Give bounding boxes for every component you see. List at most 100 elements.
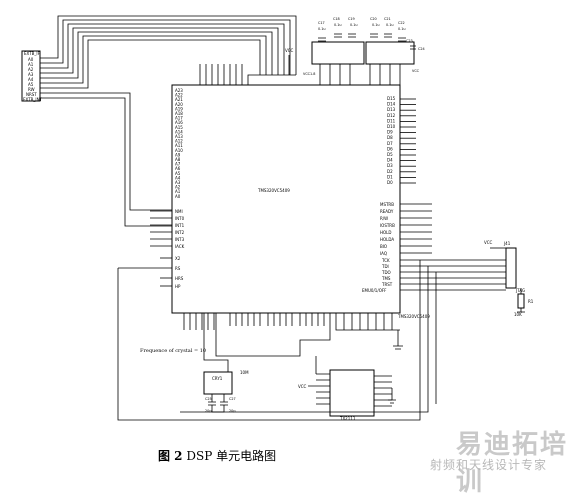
right-pin-d13: D13: [387, 107, 396, 112]
left-pin-a2: A2: [175, 185, 181, 190]
jtag-buffer-chip: TX2111 VCC: [298, 356, 396, 421]
right-pin-d6: D6: [387, 146, 393, 151]
pin-bio: BIO: [380, 244, 387, 249]
ext-bus-label-4: A4: [28, 77, 34, 82]
vcc-label-jtag-conn: VCC: [484, 240, 493, 245]
right-pin-d3: D3: [387, 163, 393, 168]
ext-bus-label-3: A3: [28, 72, 34, 77]
cap-ref-7: C24: [418, 47, 425, 51]
jtag-r-val: 10K: [514, 312, 522, 317]
vcc-label-right: VCC: [412, 69, 420, 73]
pin-iaq: IAQ: [380, 251, 387, 256]
left-pin-a3: A3: [175, 180, 181, 185]
crystal-c1: C25: [205, 397, 212, 401]
figure-caption: 图 2 DSP 单元电路图: [158, 447, 276, 464]
right-pin-d14: D14: [387, 102, 396, 107]
jtag-conn-ref: J41: [503, 241, 511, 246]
pin-iack: IACK: [175, 244, 185, 249]
cap-ref-4: C21: [384, 17, 391, 21]
pin-holda: HOLDA: [380, 237, 394, 242]
crystal-value: 10M: [240, 370, 249, 375]
pin-emu: EMU0/1/OFF: [362, 288, 387, 293]
vcc18-label: VCC1.8: [303, 72, 315, 76]
pin-tdo: TDO: [381, 270, 391, 275]
chip-top-wires: VCC: [199, 48, 296, 85]
cap-ref-3: C20: [370, 17, 377, 21]
jtag-header: J41 VCC JTAG R1 10K: [484, 240, 534, 317]
cap-ref-6: C23: [406, 39, 413, 43]
right-jtag-pins: TCK TDI TDO TMS TRST EMU0/1/OFF: [117, 258, 507, 421]
ext-bus-label-2: A2: [28, 67, 34, 72]
left-pin-a21: A21: [175, 97, 183, 102]
crystal-section: Frequence of crystal = 10 CRY1 10M C25 C…: [140, 348, 249, 413]
pin-x2: X2: [175, 256, 181, 261]
left-pin-a1: A1: [175, 189, 181, 194]
right-pin-d5: D5: [387, 152, 393, 157]
pin-mstrb: MSTRB: [380, 202, 394, 207]
ext-bus-label-6: RW: [28, 87, 35, 92]
right-pin-d0: D0: [387, 180, 393, 185]
pin-ready: READY: [380, 209, 394, 214]
left-pin-a10: A10: [175, 148, 183, 153]
right-pin-d10: D10: [387, 124, 396, 129]
pin-int3: INT3: [175, 237, 185, 242]
right-pin-d2: D2: [387, 169, 393, 174]
left-pin-a23: A23: [175, 88, 183, 93]
crystal-c1v: 20p: [205, 409, 211, 413]
pin-int2: INT2: [175, 230, 185, 235]
right-pin-d9: D9: [387, 130, 393, 135]
pin-hp: HP: [175, 284, 181, 289]
left-pin-a22: A22: [175, 93, 183, 98]
left-pin-a14: A14: [175, 129, 183, 134]
cap-ref-0: C17: [318, 21, 325, 25]
jtag-r-ref: R1: [528, 299, 534, 304]
left-pin-a20: A20: [175, 102, 183, 107]
left-pin-a13: A13: [175, 134, 183, 139]
ext-bus-connector: EXTB_IF A0 A1 A2 A3 A4 A5 RW NRST EXTB_I…: [21, 50, 43, 102]
left-pin-a9: A9: [175, 152, 181, 157]
jtag-chip-name: TX2111: [339, 416, 356, 421]
ext-bus-label-1: A1: [28, 62, 34, 67]
jtag-conn-label: JTAG: [515, 288, 525, 293]
cap-val-0: 0.1u: [318, 27, 326, 31]
decoupling-caps: C17 C18 C19 C20 C21 C22 C23 C24 0.1u 0.1…: [303, 17, 425, 85]
pin-tms: TMS: [381, 276, 391, 281]
right-pin-d7: D7: [387, 141, 393, 146]
pin-int0: INT0: [175, 216, 185, 221]
cap-ref-2: C19: [348, 17, 355, 21]
right-pin-d1: D1: [387, 174, 393, 179]
pin-tdi: TDI: [381, 264, 389, 269]
ext-bus-label-0: A0: [28, 57, 34, 62]
pin-rs: RS: [175, 266, 181, 271]
schematic-canvas: EXTB_IF A0 A1 A2 A3 A4 A5 RW NRST EXTB_I…: [21, 15, 534, 421]
watermark-line2: 射频和天线设计专家: [430, 458, 548, 472]
pin-tck: TCK: [381, 258, 390, 263]
pin-hold: HOLD: [380, 230, 391, 235]
pin-nmi: NMI: [175, 209, 183, 214]
left-pin-a7: A7: [175, 162, 181, 167]
right-pin-d15: D15: [387, 96, 396, 101]
left-pin-a4: A4: [175, 175, 181, 180]
pin-rw: R/W: [380, 216, 388, 221]
left-pin-a8: A8: [175, 157, 181, 162]
cap-ref-1: C18: [333, 17, 340, 21]
right-pin-d4: D4: [387, 158, 393, 163]
cap-ref-5: C22: [398, 21, 405, 25]
ext-bus-title: EXTB_IF: [24, 51, 41, 56]
left-pin-a16: A16: [175, 120, 183, 125]
right-pin-d11: D11: [387, 118, 396, 123]
right-pin-d12: D12: [387, 113, 396, 118]
caption-text: DSP 单元电路图: [186, 449, 277, 463]
left-address-pins: A23A22A21A20A19A18A17A16A15A14A13A12A11A…: [175, 88, 183, 199]
ext-bus-label-8: EXTB_INT: [23, 97, 43, 102]
left-pin-a15: A15: [175, 125, 183, 130]
right-ctrl-pins: MSTRB READY R/W IOSTRB HOLD HOLDA BIO IA…: [380, 202, 432, 256]
cap-val-5: 0.1u: [398, 27, 406, 31]
vcc-label-top: VCC: [285, 48, 294, 53]
main-chip-name: TMS320VC5409: [257, 188, 290, 193]
crystal-ref: CRY1: [212, 376, 223, 381]
ext-bus-label-7: NRST: [26, 92, 37, 97]
left-pin-a12: A12: [175, 139, 183, 144]
left-pin-a18: A18: [175, 111, 183, 116]
